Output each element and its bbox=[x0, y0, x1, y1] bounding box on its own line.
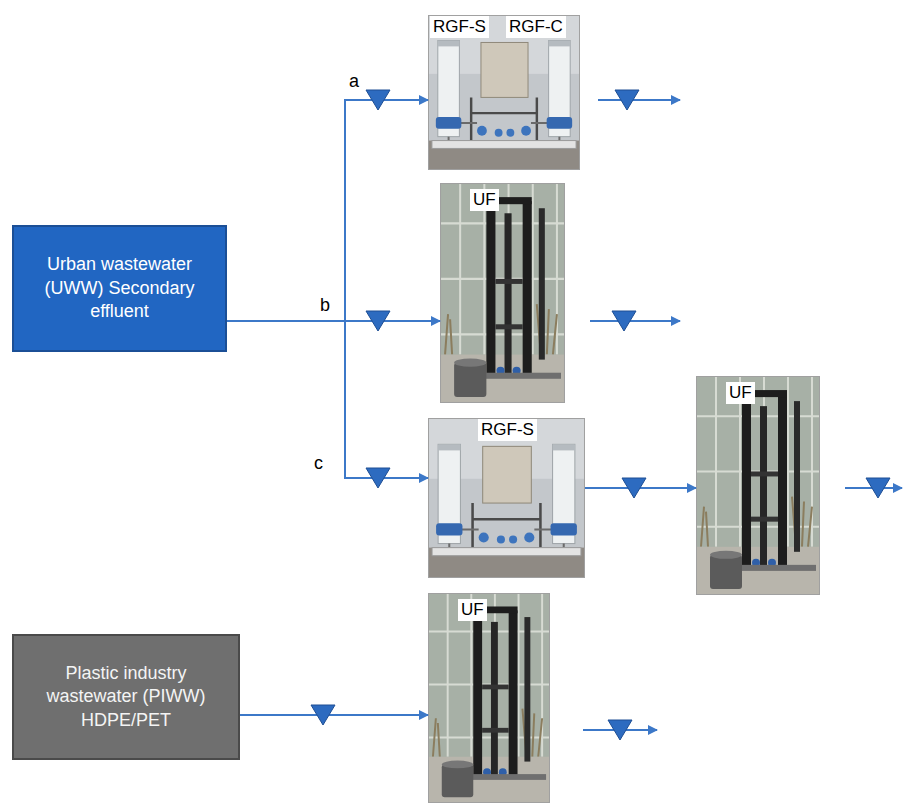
photo-panel: UF bbox=[428, 593, 550, 803]
unit-label: RGF-S bbox=[478, 419, 537, 441]
source-box: Urban wastewater (UWW) Secondary effluen… bbox=[12, 225, 227, 352]
branch-label: b bbox=[319, 294, 331, 316]
unit-label: UF bbox=[470, 189, 499, 211]
photo-panel: UF bbox=[696, 376, 820, 595]
unit-label: UF bbox=[458, 599, 487, 621]
source-label: Plastic industry wastewater (PIWW) HDPE/… bbox=[24, 662, 228, 732]
branch-label: c bbox=[313, 452, 324, 474]
photo-panel: RGF-S bbox=[428, 418, 585, 578]
outflow-arrows bbox=[583, 100, 902, 730]
unit-label: RGF-S bbox=[430, 16, 489, 38]
flow-arrow bbox=[227, 100, 428, 321]
filter-photo bbox=[428, 15, 580, 170]
unit-label: UF bbox=[726, 382, 755, 404]
branch-label: a bbox=[348, 70, 360, 92]
flow-arrow bbox=[240, 714, 428, 716]
photo-panel: RGF-S RGF-C bbox=[428, 15, 580, 170]
unit-label: RGF-C bbox=[506, 16, 566, 38]
membrane-photo bbox=[428, 593, 550, 803]
photo-panel: UF bbox=[440, 183, 565, 403]
source-label: Urban wastewater (UWW) Secondary effluen… bbox=[24, 253, 215, 323]
source-box: Plastic industry wastewater (PIWW) HDPE/… bbox=[12, 634, 240, 760]
membrane-photo bbox=[696, 376, 820, 595]
flow-arrow bbox=[227, 321, 428, 478]
water-level-symbols bbox=[311, 90, 890, 740]
membrane-photo bbox=[440, 183, 565, 403]
filter-photo bbox=[428, 418, 585, 578]
